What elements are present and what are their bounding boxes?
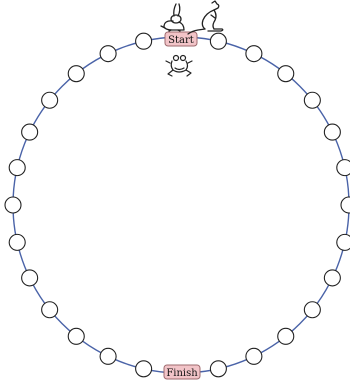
finish-label: Finish bbox=[164, 365, 200, 379]
track-node bbox=[22, 270, 38, 286]
track-node bbox=[278, 328, 294, 344]
track-node bbox=[100, 348, 116, 364]
track-node bbox=[210, 361, 226, 377]
track-node bbox=[5, 197, 21, 213]
track-node bbox=[324, 270, 340, 286]
track-node bbox=[337, 160, 350, 176]
rabbit-icon bbox=[161, 4, 184, 31]
track-circle bbox=[13, 37, 349, 373]
track-node bbox=[304, 302, 320, 318]
track-node bbox=[246, 348, 262, 364]
track-node bbox=[9, 160, 25, 176]
start-label: Start bbox=[165, 32, 197, 46]
start-label-text: Start bbox=[168, 35, 194, 46]
track-node bbox=[68, 66, 84, 82]
track-node bbox=[136, 361, 152, 377]
track-node bbox=[136, 33, 152, 49]
track-node bbox=[246, 46, 262, 62]
frog-icon bbox=[166, 56, 192, 77]
track-node bbox=[278, 66, 294, 82]
finish-label-text: Finish bbox=[166, 368, 198, 379]
track-node bbox=[42, 92, 58, 108]
track-node bbox=[341, 197, 350, 213]
track-node bbox=[42, 302, 58, 318]
track-node bbox=[210, 33, 226, 49]
track-node bbox=[9, 234, 25, 250]
track-node bbox=[304, 92, 320, 108]
track-node bbox=[337, 234, 350, 250]
track-node bbox=[68, 328, 84, 344]
kangaroo-icon bbox=[188, 1, 223, 34]
track-node bbox=[22, 124, 38, 140]
track-node bbox=[324, 124, 340, 140]
track-node bbox=[100, 46, 116, 62]
